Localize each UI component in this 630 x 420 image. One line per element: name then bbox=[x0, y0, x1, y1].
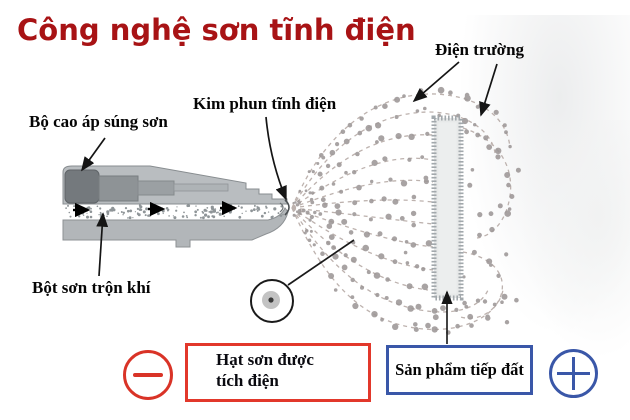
plus-circle-icon bbox=[549, 349, 598, 398]
arrow-field-2 bbox=[479, 63, 498, 117]
spray-gun bbox=[62, 165, 290, 248]
grounded-plate bbox=[431, 115, 464, 301]
powder-particles bbox=[292, 86, 521, 335]
arrow-high-voltage bbox=[81, 137, 106, 172]
label-electric-field: Điện trường bbox=[435, 40, 525, 59]
minus-circle-icon bbox=[123, 350, 173, 400]
nozzle-electrode bbox=[284, 199, 290, 216]
grounded-product-legend-box: Sản phẩm tiếp đất bbox=[386, 345, 533, 395]
charged-particle-text-line1: Hạt sơn được bbox=[216, 350, 314, 369]
gun-inner-rod bbox=[173, 183, 229, 192]
arrow-needle bbox=[265, 116, 287, 201]
charged-particle-text-line2: tích điện bbox=[216, 371, 279, 390]
page-title: Công nghệ sơn tĩnh điện bbox=[17, 13, 416, 47]
gun-lower-body bbox=[62, 207, 289, 248]
gun-inner-bar bbox=[137, 180, 175, 196]
nozzle-electrode-2 bbox=[279, 202, 284, 213]
label-arrows bbox=[81, 61, 498, 277]
gun-inner-block bbox=[98, 175, 139, 202]
electric-field-lines bbox=[291, 93, 512, 331]
label-electrostatic-needle: Kim phun tĩnh điện bbox=[193, 94, 337, 113]
label-high-voltage-unit: Bộ cao áp súng sơn bbox=[29, 112, 168, 131]
particle-magnifier bbox=[250, 239, 355, 323]
charged-particle-legend-box: Hạt sơn được tích điện bbox=[185, 343, 371, 402]
high-voltage-block bbox=[64, 169, 100, 204]
powder-channel bbox=[65, 204, 284, 220]
arrow-field-1 bbox=[412, 61, 460, 103]
arrow-powder-mix bbox=[96, 212, 109, 277]
label-powder-air-mix: Bột sơn trộn khí bbox=[32, 278, 151, 297]
powder-flow-arrows bbox=[73, 200, 238, 218]
